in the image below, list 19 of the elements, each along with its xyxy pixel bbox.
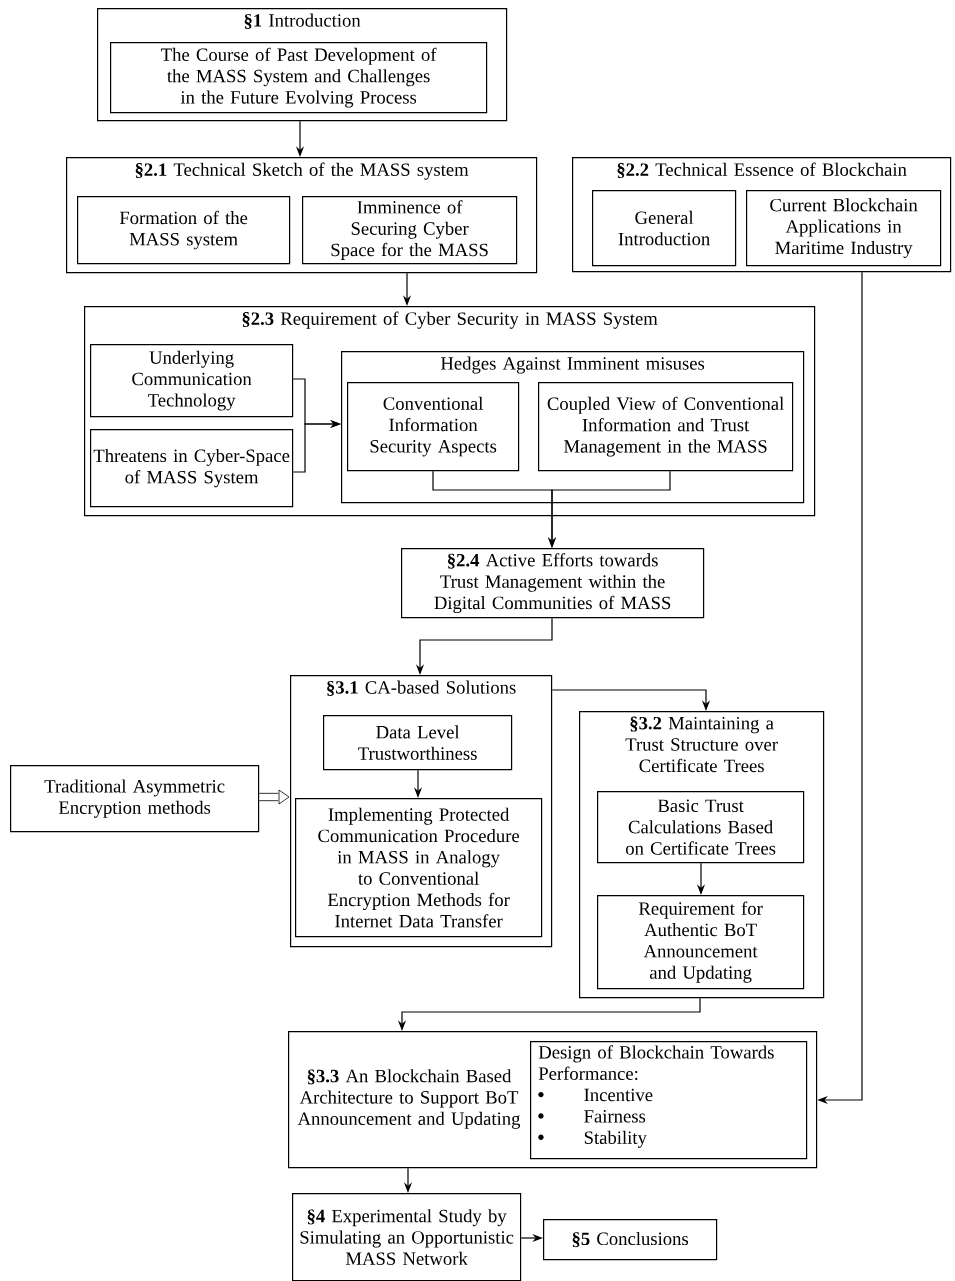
- topic-box: §2.4 Active Efforts towards Trust Management within the Digital Communities of MASS: [401, 548, 705, 619]
- list-box: Design of Blockchain Towards Performance: Incentive Fairness Stability: [530, 1041, 808, 1160]
- topic-box: Data Level Trustworthiness: [323, 715, 513, 771]
- hollow-arrow: [259, 789, 290, 805]
- topic-box: Imminence of Securing Cyber Space for the MASS: [302, 196, 518, 265]
- topic-box: Basic Trust Calculations Based on Certificate Trees: [597, 791, 805, 864]
- topic-box: Underlying Communication Technology: [90, 344, 294, 418]
- topic-box: Coupled View of Conventional Information and Trust Management in the MASS: [538, 382, 794, 472]
- topic-box: The Course of Past Development of the MASS System and Challenges in the Future Evolving Process: [110, 42, 488, 114]
- topic-box: §5 Conclusions: [543, 1219, 718, 1261]
- topic-box: Threatens in Cyber-Space of MASS System: [90, 429, 294, 508]
- topic-box: Current Blockchain Applications in Maritime Industry: [746, 190, 942, 267]
- topic-box: Implementing Protected Communication Procedure in MASS in Analogy to Conventional Encryption Methods for Internet Data Transfer: [295, 798, 543, 938]
- topic-box: Traditional Asymmetric Encryption methods: [10, 765, 260, 833]
- topic-box: General Introduction: [592, 190, 737, 267]
- topic-box: Conventional Information Security Aspects: [347, 382, 520, 472]
- topic-box: §4 Experimental Study by Simulating an Opportunistic MASS Network: [292, 1193, 522, 1281]
- topic-box: Formation of the MASS system: [77, 196, 291, 265]
- topic-box: Requirement for Authentic BoT Announcement and Updating: [597, 895, 805, 990]
